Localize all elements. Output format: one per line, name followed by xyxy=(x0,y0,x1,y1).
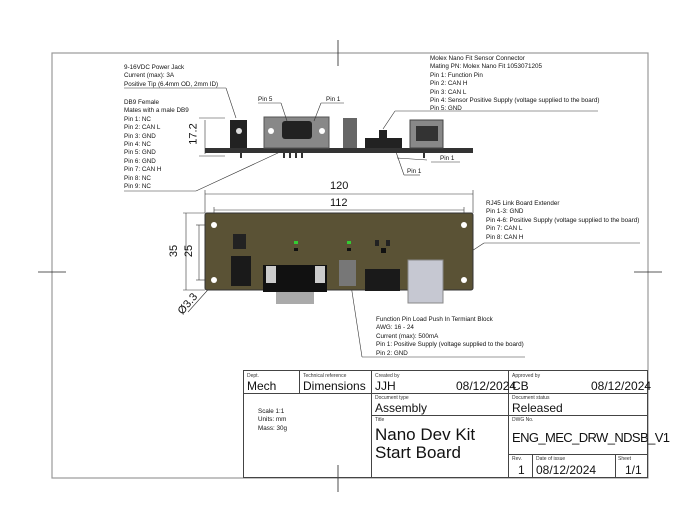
dim-hole-spacing-y: 25 xyxy=(183,244,196,258)
note-line: 9-16VDC Power Jack xyxy=(124,64,185,71)
note-line: Function Pin Load Push In Termiant Block xyxy=(376,316,493,323)
dim-hole-spacing-x: 112 xyxy=(330,197,348,209)
mass: Mass: 30g xyxy=(258,424,288,432)
status-label: Document status xyxy=(512,395,550,401)
approved-label: Approved by xyxy=(512,373,541,379)
note-line: Pin 4-6: Positive Supply (voltage suppli… xyxy=(486,216,640,224)
note-line: Pin 6: GND xyxy=(124,157,156,165)
pin5-label: Pin 5 xyxy=(258,96,273,103)
issue-label: Date of issue xyxy=(536,456,566,462)
doctype-label: Document type xyxy=(375,395,409,401)
note-line: DB9 Female xyxy=(124,99,159,106)
issue-date: 08/12/2024 xyxy=(536,463,597,477)
note-line: Current (max): 3A xyxy=(124,72,175,80)
center-marks xyxy=(38,40,662,492)
dimension-lines xyxy=(183,190,474,313)
note-line: Pin 2: CAN H xyxy=(430,80,468,88)
note-line: Mates with a male DB9 xyxy=(124,107,189,115)
note-line: Pin 8: NC xyxy=(124,174,151,182)
terminal-note: Function Pin Load Push In Termiant Block… xyxy=(376,316,524,358)
leader-lines xyxy=(124,87,640,358)
title-line1: Nano Dev Kit xyxy=(375,425,476,444)
created-date: 08/12/2024 xyxy=(456,379,517,393)
techref-value: Dimensions xyxy=(303,379,366,393)
note-line: Mating PN: Molex Nano Fit 1053071205 xyxy=(430,63,543,71)
note-line: Pin 8: CAN H xyxy=(486,233,524,241)
db9-note: DB9 Female Mates with a male DB9 Pin 1: … xyxy=(124,99,189,191)
dim-width-overall: 120 xyxy=(330,180,349,192)
note-line: Pin 1: Function Pin xyxy=(430,71,483,79)
sheet-label: Sheet xyxy=(618,456,632,462)
note-line: Pin 5: GND xyxy=(124,149,156,157)
note-line: AWG: 16 - 24 xyxy=(376,324,414,332)
doctype-value: Assembly xyxy=(375,401,428,415)
note-line: Pin 1: NC xyxy=(124,115,151,123)
dim-height-overall: 35 xyxy=(168,244,181,258)
note-line: Pin 2: GND xyxy=(376,349,408,357)
top-view-board xyxy=(204,212,474,304)
pin1-label: Pin 1 xyxy=(326,96,341,103)
pin1-label: Pin 1 xyxy=(407,168,422,175)
note-line: Pin 3: CAN L xyxy=(430,88,467,96)
note-line: Pin 4: NC xyxy=(124,141,151,149)
note-line: RJ45 Link Board Extender xyxy=(486,200,560,207)
created-by: JJH xyxy=(375,379,396,393)
sheet-value: 1/1 xyxy=(625,463,642,477)
dwg-number: ENG_MEC_DRW_NDSB_V1 xyxy=(512,430,670,445)
title-line2: Start Board xyxy=(375,443,461,462)
power-jack-note: 9-16VDC Power Jack Current (max): 3A Pos… xyxy=(124,64,218,89)
approved-by: CB xyxy=(512,379,529,393)
note-line: Positive Tip (6.4mm OD, 2mm ID) xyxy=(124,80,219,88)
side-view xyxy=(205,116,473,158)
drawing-frame xyxy=(51,52,649,479)
note-line: Molex Nano Fit Sensor Connector xyxy=(430,55,525,62)
dwg-label: DWG No. xyxy=(512,417,534,423)
rj45-note: RJ45 Link Board Extender Pin 1-3: GND Pi… xyxy=(486,200,639,242)
note-line: Pin 1-3: GND xyxy=(486,208,524,216)
status-value: Released xyxy=(512,401,563,415)
rev-value: 1 xyxy=(518,463,525,477)
note-line: Pin 2: CAN L xyxy=(124,124,161,132)
techref-label: Technical reference xyxy=(303,373,347,379)
title-block: Dept. Mech Technical reference Dimension… xyxy=(243,370,670,478)
rev-label: Rev. xyxy=(512,456,522,462)
note-line: Pin 7: CAN L xyxy=(486,225,523,233)
note-line: Pin 1: Positive Supply (voltage supplied… xyxy=(376,341,524,349)
molex-note: Molex Nano Fit Sensor Connector Mating P… xyxy=(430,55,599,114)
note-line: Pin 4: Sensor Positive Supply (voltage s… xyxy=(430,97,600,105)
note-line: Pin 7: CAN H xyxy=(124,166,162,174)
note-line: Current (max): 500mA xyxy=(376,332,439,340)
note-line: Pin 9: NC xyxy=(124,183,151,191)
scale-units-mass: Scale 1:1 Units: mm Mass: 30g xyxy=(258,408,287,433)
note-line: Pin 5: GND xyxy=(430,105,462,113)
dept-label: Dept. xyxy=(247,373,259,379)
title-label: Title xyxy=(375,417,385,423)
dim-height-side: 17.2 xyxy=(187,123,200,145)
dept-value: Mech xyxy=(247,379,277,393)
approved-date: 08/12/2024 xyxy=(591,379,652,393)
note-line: Pin 3: GND xyxy=(124,132,156,140)
created-label: Created by xyxy=(375,373,400,379)
pin1-label: Pin 1 xyxy=(440,155,455,162)
units: Units: mm xyxy=(258,416,287,424)
scale: Scale 1:1 xyxy=(258,408,285,415)
